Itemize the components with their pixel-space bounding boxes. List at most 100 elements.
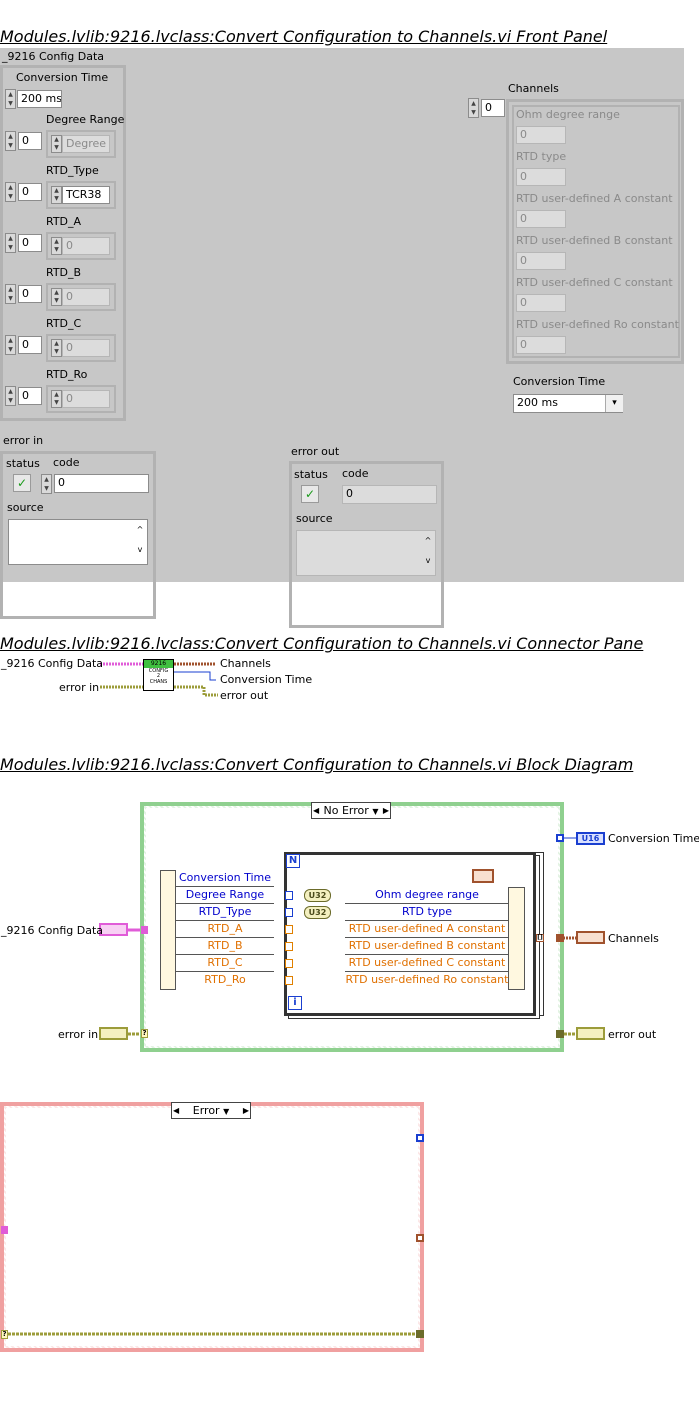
- conversion-time-field[interactable]: 200 ms: [17, 90, 62, 108]
- error-out-status-label: status: [294, 468, 328, 481]
- error-in-source-field[interactable]: ^v: [8, 519, 148, 565]
- error-in-code-field[interactable]: 0: [54, 474, 149, 493]
- ohm-value: 0: [516, 126, 566, 144]
- front-panel: _9216 Config Data Conversion Time ▲▼ 200…: [0, 48, 684, 628]
- rtd-c-index-spinner[interactable]: ▲▼: [5, 335, 16, 355]
- conversion-time-out-label: Conversion Time: [513, 375, 606, 388]
- rtd-c-value-spinner[interactable]: ▲▼: [51, 339, 62, 357]
- error-case-increment-icon[interactable]: ▶: [242, 1106, 249, 1115]
- rtd-b-index[interactable]: 0: [18, 285, 42, 303]
- rtd-type-index[interactable]: 0: [18, 183, 42, 201]
- bundle-user-c: RTD user-defined C constant: [345, 955, 509, 972]
- rtd-a-index[interactable]: 0: [18, 234, 42, 252]
- rtd-a-value-spinner[interactable]: ▲▼: [51, 237, 62, 255]
- rtd-type-index-spinner[interactable]: ▲▼: [5, 182, 16, 202]
- rtd-c-value[interactable]: 0: [62, 339, 110, 357]
- error-case-tunnel-error-in: ?: [1, 1330, 8, 1339]
- cluster-constant-icon: [472, 869, 494, 883]
- error-case-tunnel-channels: [416, 1234, 424, 1242]
- bundle-user-ro: RTD user-defined Ro constant: [345, 973, 509, 986]
- rtd-ro-value-spinner[interactable]: ▲▼: [51, 390, 62, 408]
- bundle-rtd-type: RTD type: [345, 904, 509, 921]
- rtd-ro-index-spinner[interactable]: ▲▼: [5, 386, 16, 406]
- case-selector-error-label: Error: [192, 1104, 220, 1117]
- degree-range-ring-spinner[interactable]: ▲▼: [51, 135, 62, 153]
- conversion-time-terminal: U16: [576, 832, 605, 845]
- bundle-user-b: RTD user-defined B constant: [345, 938, 509, 955]
- unbundle-degree-range: Degree Range: [176, 887, 274, 904]
- unbundle-rtd-b: RTD_B: [176, 938, 274, 955]
- tunnel-error-in: ?: [141, 1029, 148, 1038]
- tunnel-rtd-ro: [285, 976, 293, 985]
- conversion-time-label: Conversion Time: [16, 71, 109, 84]
- uro-value: 0: [516, 336, 566, 354]
- degree-range-index[interactable]: 0: [18, 132, 42, 150]
- rtd-ro-label: RTD_Ro: [46, 368, 88, 381]
- error-case-dropdown-icon[interactable]: ▼: [223, 1107, 230, 1116]
- unbundle-inner: [175, 870, 274, 990]
- channels-index[interactable]: 0: [481, 99, 505, 117]
- error-out-terminal-icon: [576, 1027, 605, 1040]
- ua-value: 0: [516, 210, 566, 228]
- uc-label: RTD user-defined C constant: [516, 276, 673, 289]
- config-data-label: _9216 Config Data: [2, 50, 105, 63]
- case-decrement-icon[interactable]: ◀: [313, 806, 320, 815]
- error-in-code-spinner[interactable]: ▲▼: [41, 474, 52, 494]
- uc-value: 0: [516, 294, 566, 312]
- error-out-source-scrollbar: ^v: [424, 536, 432, 565]
- tunnel-channels-loop: []: [536, 934, 544, 942]
- tunnel-rtd-type: [285, 908, 293, 917]
- rtd-b-index-spinner[interactable]: ▲▼: [5, 284, 16, 304]
- tunnel-rtd-c: [285, 959, 293, 968]
- tunnel-conversion-time-out: [556, 834, 564, 842]
- error-in-status-label: status: [6, 457, 40, 470]
- channels-label: Channels: [508, 82, 559, 95]
- rtd-ro-index[interactable]: 0: [18, 387, 42, 405]
- tunnel-rtd-b: [285, 942, 293, 951]
- rtd-ro-array: [46, 385, 116, 413]
- connector-wires: [100, 662, 218, 697]
- bundle-user-a: RTD user-defined A constant: [345, 921, 509, 938]
- rtd-a-value[interactable]: 0: [62, 237, 110, 255]
- conversion-time-spinner[interactable]: ▲▼: [5, 89, 16, 109]
- degree-range-ring[interactable]: Degree: [62, 135, 110, 153]
- vi-icon: 9216 CONFIG 2 CHANS: [143, 659, 174, 691]
- bd-channels-label: Channels: [608, 932, 659, 945]
- error-case-decrement-icon[interactable]: ◀: [173, 1106, 180, 1115]
- error-out-source-field: ^v: [296, 530, 436, 576]
- case-selector-error[interactable]: ◀ Error ▼ ▶: [171, 1102, 251, 1119]
- rtd-type-ring-spinner[interactable]: ▲▼: [51, 186, 62, 204]
- error-out-label: error out: [291, 445, 340, 458]
- error-in-source-scrollbar[interactable]: ^v: [136, 525, 144, 554]
- bundle-ohm-degree-range: Ohm degree range: [345, 887, 509, 904]
- rtd-type-ring[interactable]: TCR38: [62, 186, 110, 204]
- conversion-time-out-field[interactable]: 200 ms: [513, 394, 623, 413]
- cp-input-config: _9216 Config Data: [1, 657, 104, 670]
- error-case-tunnel-config: [1, 1226, 8, 1234]
- unbundle-rtd-type: RTD_Type: [176, 904, 274, 921]
- rtd-c-index[interactable]: 0: [18, 336, 42, 354]
- error-in-source-label: source: [7, 501, 44, 514]
- degree-range-label: Degree Range: [46, 113, 125, 126]
- bd-config-data-label: _9216 Config Data: [1, 924, 104, 937]
- rtd-ro-value[interactable]: 0: [62, 390, 110, 408]
- cp-input-error: error in: [59, 681, 100, 694]
- bundle-inner: [344, 887, 509, 990]
- case-selector-no-error[interactable]: ◀ No Error ▼ ▶: [311, 802, 391, 819]
- ub-label: RTD user-defined B constant: [516, 234, 673, 247]
- chevron-down-icon[interactable]: ▾: [605, 395, 623, 412]
- rtd-type2-label: RTD type: [516, 150, 567, 163]
- rtd-b-value[interactable]: 0: [62, 288, 110, 306]
- rtd-type2-value: 0: [516, 168, 566, 186]
- case-dropdown-icon[interactable]: ▼: [372, 807, 379, 816]
- rtd-b-value-spinner[interactable]: ▲▼: [51, 288, 62, 306]
- error-in-status-checkmark-icon[interactable]: ✓: [13, 474, 31, 492]
- case-increment-icon[interactable]: ▶: [382, 806, 389, 815]
- rtd-b-label: RTD_B: [46, 266, 82, 279]
- block-diagram-heading: Modules.lvlib:9216.lvclass:Convert Confi…: [0, 755, 634, 774]
- cp-output-channels: Channels: [220, 657, 271, 670]
- rtd-a-index-spinner[interactable]: ▲▼: [5, 233, 16, 253]
- degree-range-index-spinner[interactable]: ▲▼: [5, 131, 16, 151]
- cp-output-conversion-time: Conversion Time: [220, 673, 313, 686]
- channels-index-spinner[interactable]: ▲▼: [468, 98, 479, 118]
